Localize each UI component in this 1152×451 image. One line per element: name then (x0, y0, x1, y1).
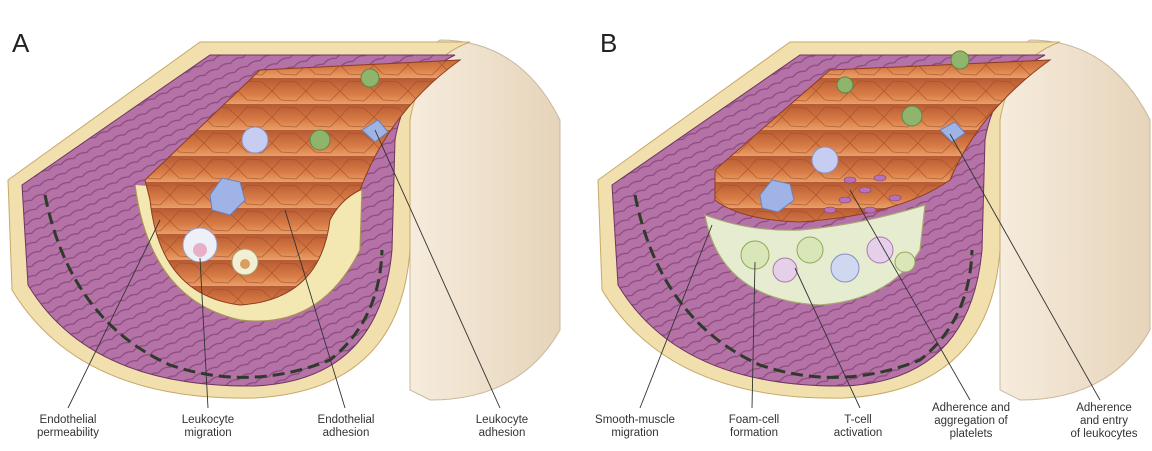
label-line: and entry (1058, 415, 1150, 428)
label-t-cell-activation: T-cell activation (818, 414, 898, 440)
platelet-b1 (951, 51, 969, 69)
label-line: Foam-cell (714, 414, 794, 427)
label-leukocyte-adhesion: Leukocyte adhesion (460, 414, 544, 440)
leukocyte-a5-nucleus (240, 259, 250, 269)
label-line: adhesion (298, 427, 394, 440)
panel-b-outer-shell (1000, 40, 1150, 400)
label-platelet-aggregation: Adherence and aggregation of platelets (916, 402, 1026, 441)
label-leukocyte-entry: Adherence and entry of leukocytes (1058, 402, 1150, 441)
label-line: Leukocyte (166, 414, 250, 427)
panel-b-artery (598, 40, 1150, 408)
label-leukocyte-migration: Leukocyte migration (166, 414, 250, 440)
platelet-b3 (837, 77, 853, 93)
leukocyte-a4-nucleus (193, 243, 207, 257)
label-line: aggregation of (916, 415, 1026, 428)
label-endothelial-adhesion: Endothelial adhesion (298, 414, 394, 440)
label-line: platelets (916, 428, 1026, 441)
label-line: T-cell (818, 414, 898, 427)
panel-a-artery (8, 40, 560, 408)
leukocyte-b1 (812, 147, 838, 173)
label-line: Endothelial (20, 414, 116, 427)
label-line: migration (580, 427, 690, 440)
label-line: Adherence (1058, 402, 1150, 415)
panel-b-letter: B (600, 28, 617, 59)
label-endothelial-permeability: Endothelial permeability (20, 414, 116, 440)
platelet-a1 (361, 69, 379, 87)
platelet-b2 (902, 106, 922, 126)
label-line: permeability (20, 427, 116, 440)
panel-a-outer-shell (410, 40, 560, 400)
label-smooth-muscle-migration: Smooth-muscle migration (580, 414, 690, 440)
label-line: of leukocytes (1058, 428, 1150, 441)
label-line: formation (714, 427, 794, 440)
platelet-a2 (310, 130, 330, 150)
panel-a-letter: A (12, 28, 29, 59)
label-line: Endothelial (298, 414, 394, 427)
leukocyte-a1 (242, 127, 268, 153)
label-line: adhesion (460, 427, 544, 440)
label-line: Adherence and (916, 402, 1026, 415)
label-line: Smooth-muscle (580, 414, 690, 427)
label-line: migration (166, 427, 250, 440)
label-foam-cell-formation: Foam-cell formation (714, 414, 794, 440)
label-line: Leukocyte (460, 414, 544, 427)
label-line: activation (818, 427, 898, 440)
